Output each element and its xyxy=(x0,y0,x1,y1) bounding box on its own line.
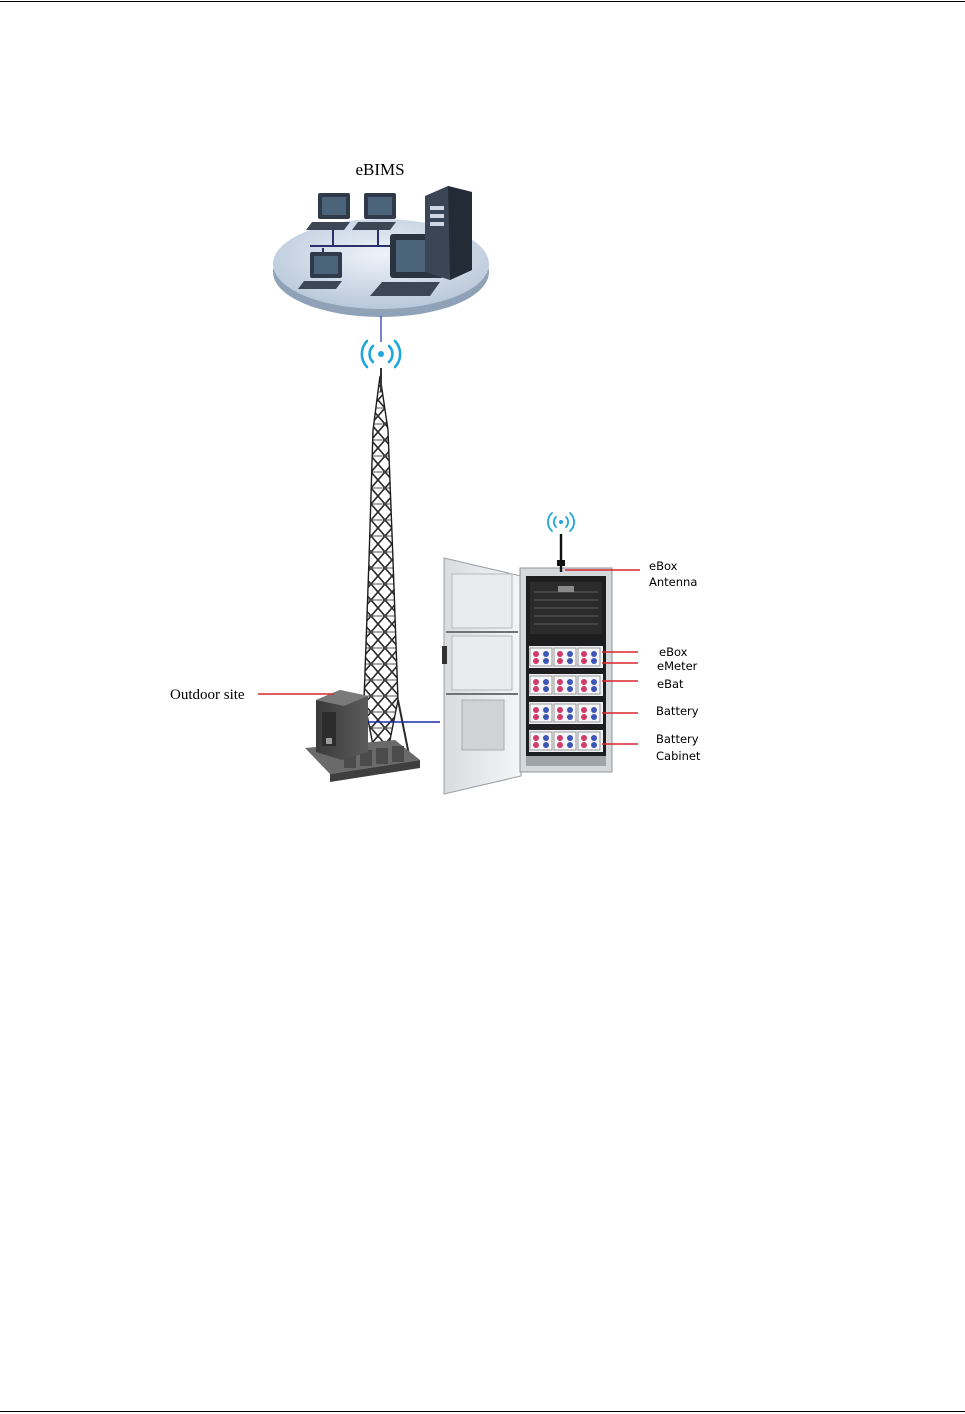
ebox-antenna xyxy=(557,534,565,572)
battery-row xyxy=(529,702,603,724)
outdoor-site-shelter xyxy=(316,690,368,760)
outdoor-site-label: Outdoor site xyxy=(170,687,245,703)
battery-label: Battery xyxy=(656,704,699,718)
ebat-label: eBat xyxy=(657,677,684,691)
wireless-signal-icon xyxy=(362,341,400,367)
battery-row xyxy=(529,674,603,696)
ebox-antenna-label-line2: Antenna xyxy=(649,575,697,589)
battery-cabinet xyxy=(442,558,612,794)
emeter-label: eMeter xyxy=(657,659,698,673)
ebox-wireless-icon xyxy=(548,513,574,531)
battery-row xyxy=(529,730,603,752)
server-icon xyxy=(425,186,472,280)
ebox-antenna-label-line1: eBox xyxy=(649,559,678,573)
workstation-icon xyxy=(352,193,396,230)
battery-row xyxy=(529,646,603,668)
battery-cabinet-label-line2: Cabinet xyxy=(656,749,701,763)
ebims-network-platform xyxy=(273,186,489,317)
workstation-icon xyxy=(306,193,350,230)
battery-cabinet-label-line1: Battery xyxy=(656,732,699,746)
ebims-title: eBIMS xyxy=(355,160,404,179)
ebox-label: eBox xyxy=(659,645,688,659)
